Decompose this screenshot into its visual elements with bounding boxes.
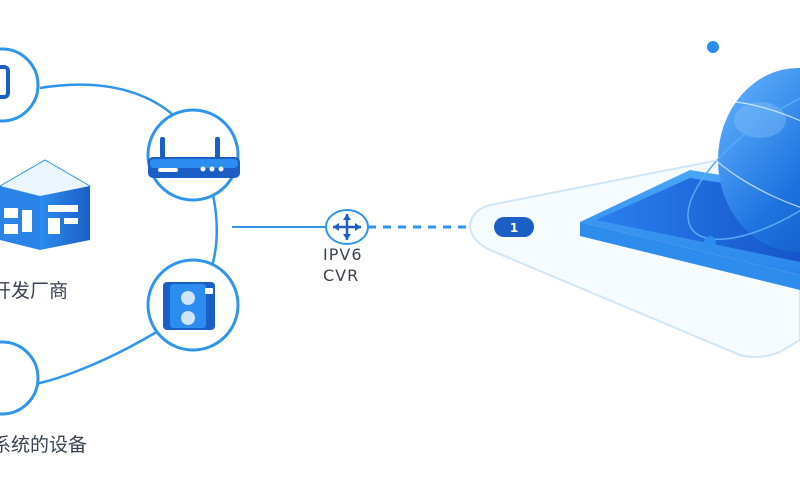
globe-platform-icon bbox=[687, 41, 800, 252]
router-label-line1: IPV6 bbox=[323, 245, 363, 264]
orbit-dot bbox=[707, 41, 719, 53]
developer-caption: 开发厂商 bbox=[0, 280, 69, 302]
link-badge: 1 bbox=[494, 217, 534, 237]
monitor-node bbox=[0, 47, 40, 123]
orbit-dot bbox=[704, 236, 716, 248]
connection-arc bbox=[29, 83, 218, 387]
router-node bbox=[146, 108, 240, 202]
link-badge-number: 1 bbox=[510, 221, 518, 235]
devices-caption: 系统的设备 bbox=[0, 434, 88, 456]
router-icon bbox=[148, 137, 240, 178]
bottom-left-node bbox=[0, 340, 40, 416]
building-icon bbox=[0, 159, 91, 250]
router-label-line2: CVR bbox=[323, 266, 360, 285]
ipv6-router-icon bbox=[325, 209, 369, 245]
device-circle-icon bbox=[0, 340, 40, 416]
monitor-icon bbox=[0, 65, 10, 99]
device-icon bbox=[163, 282, 215, 330]
device-node bbox=[146, 258, 240, 352]
